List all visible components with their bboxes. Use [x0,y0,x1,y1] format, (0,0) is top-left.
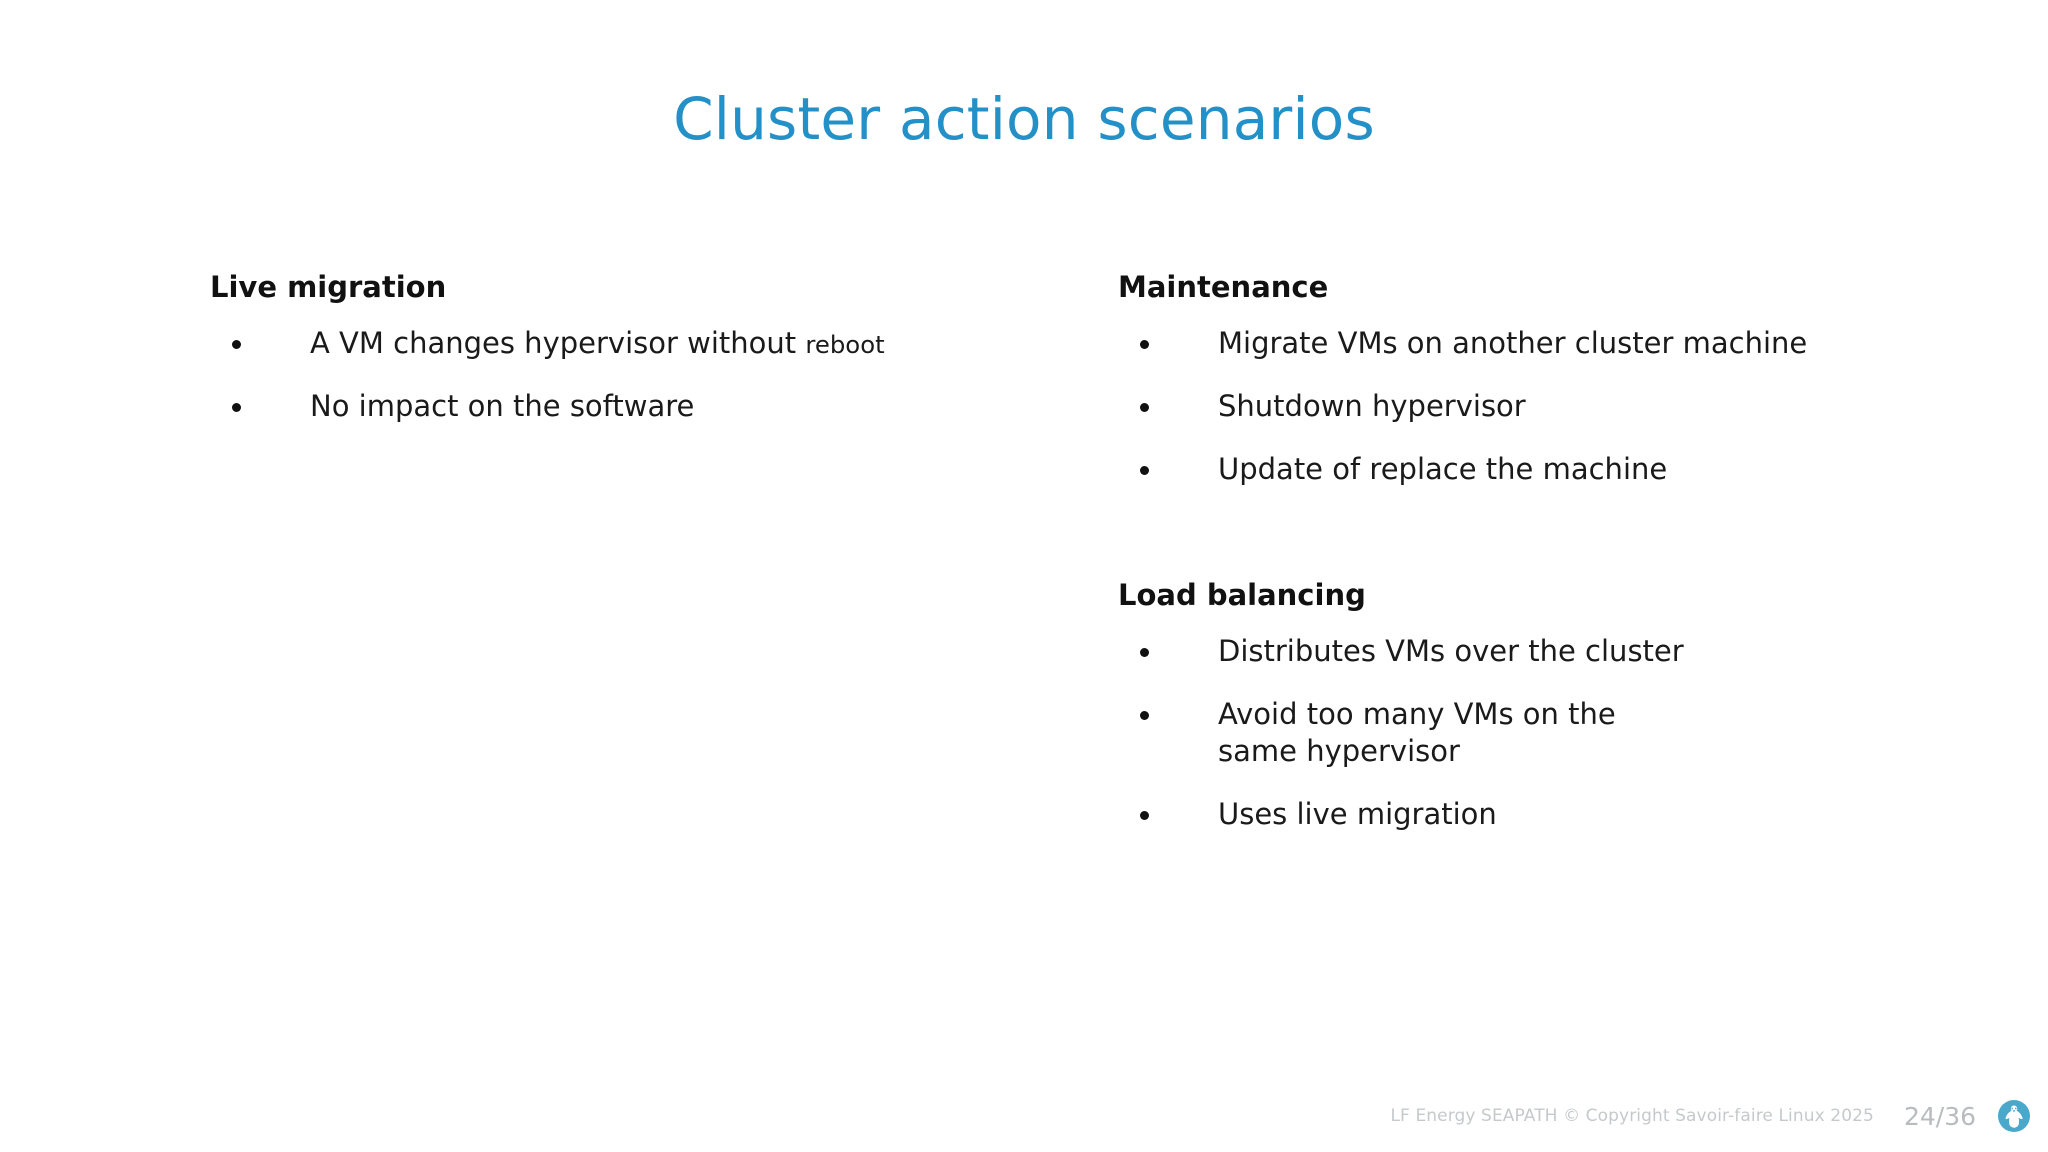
bullet-text: Shutdown hypervisor [1218,388,1526,423]
bullet-dot-icon [1140,811,1149,821]
list-item: Shutdown hypervisor [1118,388,1928,425]
bullet-text-main: A VM changes hypervisor without [310,325,806,360]
bullet-text: Distributes VMs over the cluster [1218,633,1684,668]
list-item: Update of replace the machine [1118,451,1928,488]
bullet-list-load-balancing: Distributes VMs over the cluster Avoid t… [1118,633,1928,833]
bullet-text: A VM changes hypervisor without reboot [310,326,885,360]
bullet-list-maintenance: Migrate VMs on another cluster machine S… [1118,325,1928,488]
bullet-dot-icon [1140,466,1149,476]
page-number: 24/36 [1903,1101,1976,1131]
list-item: Distributes VMs over the cluster [1118,633,1928,670]
bullet-dot-icon [232,402,241,412]
bullet-dot-icon [1140,648,1149,657]
bullet-list-live-migration: A VM changes hypervisor without reboot N… [210,325,1040,425]
bullet-text: Uses live migration [1218,797,1497,832]
footer-copyright-text: LF Energy SEAPATH © Copyright Savoir-fai… [1390,1106,1874,1126]
list-item: Uses live migration [1118,796,1928,833]
bullet-text: Migrate VMs on another cluster machine [1218,325,1808,360]
section-heading-live-migration: Live migration [210,270,447,304]
section-live-migration: Live migration A VM changes hypervisor w… [210,270,1040,425]
list-item: Avoid too many VMs on the same hyperviso… [1118,696,1688,770]
page-title: Cluster action scenarios [673,85,1375,153]
section-heading-load-balancing: Load balancing [1118,578,1366,613]
list-item: A VM changes hypervisor without reboot [210,325,1040,362]
bullet-dot-icon [1140,402,1149,412]
savoir-faire-linux-penguin-logo-icon [1998,1100,2030,1132]
bullet-dot-icon [1140,711,1149,721]
bullet-text-main: No impact on the software [310,388,695,423]
list-item: No impact on the software [210,388,1040,425]
list-item: Migrate VMs on another cluster machine [1118,325,1928,362]
section-load-balancing: Load balancing Distributes VMs over the … [1118,578,1928,833]
bullet-text: Avoid too many VMs on the same hyperviso… [1218,697,1616,769]
bullet-text-small: reboot [805,329,885,359]
bullet-text: Update of replace the machine [1218,452,1668,487]
section-heading-maintenance: Maintenance [1118,270,1329,304]
right-content-column: Maintenance Migrate VMs on another clust… [1118,270,1928,833]
bullet-text: No impact on the software [310,389,694,423]
bullet-dot-icon [232,339,241,349]
bullet-dot-icon [1140,339,1149,349]
slide-footer: LF Energy SEAPATH © Copyright Savoir-fai… [1390,1096,2030,1136]
section-maintenance: Maintenance Migrate VMs on another clust… [1118,270,1928,488]
left-content-column: Live migration A VM changes hypervisor w… [210,270,1040,425]
